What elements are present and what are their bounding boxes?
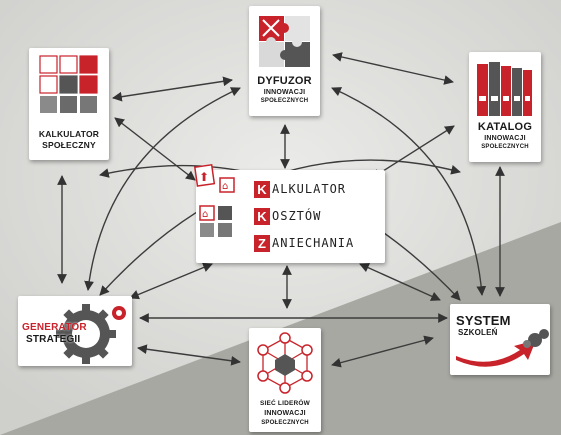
kalkulator-spoleczny-card[interactable]: KALKULATOR SPOŁECZNY xyxy=(29,48,109,160)
generator-card[interactable]: GENERATOR STRATEGII xyxy=(18,296,132,366)
kkz-initial-2: K xyxy=(254,207,270,225)
dyfuzor-title: DYFUZOR xyxy=(257,75,312,87)
kkz-initial-1: K xyxy=(254,180,270,198)
kkz-text-3: ANIECHANIA xyxy=(272,236,355,250)
puzzle-icon xyxy=(259,16,310,67)
kkz-icon-cluster: ⬆ ⌂ ⌂ xyxy=(193,163,235,237)
kalkulator-subtitle: SPOŁECZNY xyxy=(42,140,96,150)
system-card[interactable]: SYSTEM SZKOLEŃ xyxy=(450,304,550,375)
siec-subtitle-1: INNOWACJI xyxy=(264,410,306,417)
kkz-row-3: Z ANIECHANIA xyxy=(254,234,354,252)
kkz-initial-3: Z xyxy=(254,234,270,252)
kkz-text-2: OSZTÓW xyxy=(272,209,322,223)
svg-text:⌂: ⌂ xyxy=(202,209,208,220)
network-icon xyxy=(257,332,313,394)
generator-subtitle: STRATEGII xyxy=(26,334,81,345)
kkz-text-1: ALKULATOR xyxy=(272,182,347,196)
kalkulator-title: KALKULATOR xyxy=(38,129,100,139)
siec-card[interactable]: SIEĆ LIDERÓW INNOWACJI SPOŁECZNYCH xyxy=(249,328,321,432)
arrow-generator-siec xyxy=(137,344,241,366)
katalog-subtitle-1: INNOWACJI xyxy=(484,135,526,142)
dyfuzor-subtitle-1: INNOWACJI xyxy=(263,89,306,96)
katalog-title: KATALOG xyxy=(477,121,533,133)
gear-icon xyxy=(56,304,126,364)
dyfuzor-subtitle-2: SPOŁECZNYCH xyxy=(260,98,309,104)
kkz-row-2: K OSZTÓW xyxy=(254,207,321,225)
arrow-siec-system xyxy=(331,335,434,368)
binders-icon xyxy=(477,62,532,116)
svg-text:⬆: ⬆ xyxy=(199,170,209,184)
system-title: SYSTEM xyxy=(456,313,511,328)
rocket-arrow-icon xyxy=(456,329,549,367)
calculator-grid-icon xyxy=(39,55,98,113)
svg-text:⌂: ⌂ xyxy=(222,181,228,192)
arrow-kalkulator-dyfuzor xyxy=(112,76,233,102)
katalog-subtitle-2: SPOŁECZNYCH xyxy=(481,144,529,150)
dyfuzor-card[interactable]: DYFUZOR INNOWACJI SPOŁECZNYCH xyxy=(249,6,320,116)
arrow-kkz-generator xyxy=(129,262,213,300)
system-subtitle: SZKOLEŃ xyxy=(458,328,498,337)
arrow-kkz-kalkulator xyxy=(114,117,196,181)
kkz-row-1: K ALKULATOR xyxy=(254,180,346,198)
katalog-card[interactable]: KATALOG INNOWACJI SPOŁECZNYCH xyxy=(469,52,541,162)
arrow-dyfuzor-katalog xyxy=(332,52,454,85)
generator-title: GENERATOR xyxy=(22,322,87,333)
kkz-card[interactable]: ⬆ ⌂ ⌂ K ALKULATOR K OSZTÓW Z ANIECHANIA xyxy=(193,163,385,263)
siec-subtitle-2: SPOŁECZNYCH xyxy=(261,420,309,426)
siec-title: SIEĆ LIDERÓW xyxy=(259,400,311,407)
